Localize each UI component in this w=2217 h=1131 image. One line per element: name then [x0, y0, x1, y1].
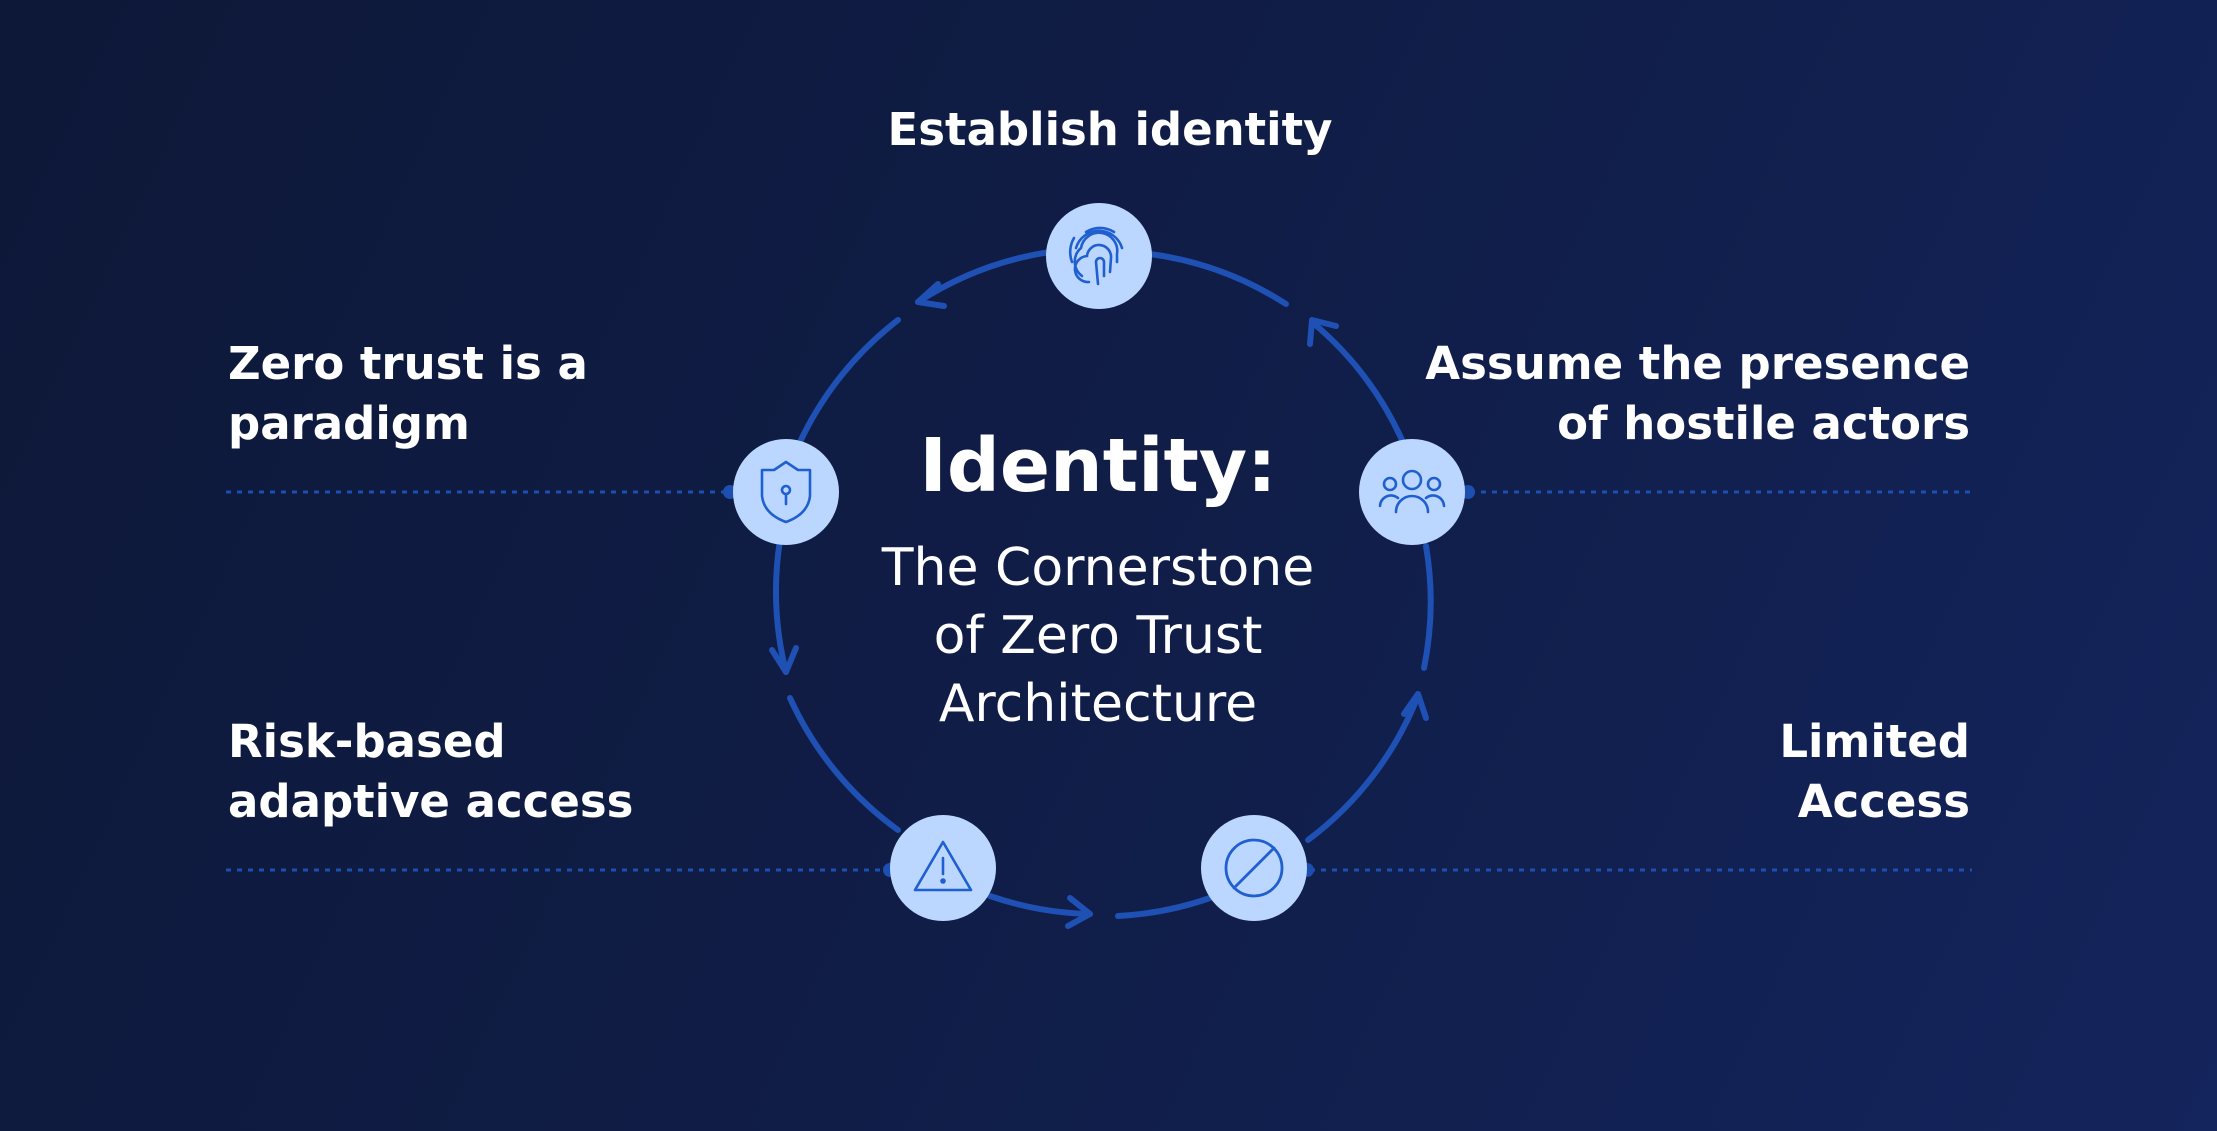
- node-top: [1046, 203, 1152, 309]
- label-line: of hostile actors: [1557, 397, 1970, 450]
- ring-arc-lower-right: [1305, 693, 1421, 843]
- shield-lock-icon: [760, 460, 812, 524]
- node-right: [1359, 439, 1465, 545]
- ring-arc-upper-right: [1309, 319, 1405, 443]
- center-subtitle-line: of Zero Trust: [933, 606, 1263, 666]
- center-subtitle: The Cornerstone of Zero Trust Architectu…: [758, 534, 1438, 738]
- label-establish-identity: Establish identity: [810, 100, 1410, 160]
- ring-arc-right: [1421, 543, 1434, 671]
- ring-arc-left: [773, 537, 789, 675]
- ring-arc-lower-left: [787, 695, 901, 833]
- prohibited-icon: [1224, 838, 1284, 898]
- people-group-icon: [1378, 469, 1446, 514]
- label-line: paradigm: [228, 397, 470, 450]
- label-zero-trust-paradigm: Zero trust is a paradigm: [228, 334, 728, 454]
- label-risk-based-access: Risk-based adaptive access: [228, 712, 788, 832]
- arrowhead-top-left: [915, 281, 947, 309]
- ring-arc-top-right: [1147, 251, 1289, 307]
- node-bottom-left: [890, 815, 996, 921]
- ring-arc-bottom-a: [987, 893, 1093, 917]
- label-hostile-actors: Assume the presence of hostile actors: [1370, 334, 1970, 454]
- center-subtitle-line: The Cornerstone: [881, 538, 1315, 598]
- node-circle-right: [1359, 439, 1465, 545]
- center-subtitle-line: Architecture: [938, 674, 1258, 734]
- label-line: Risk-based: [228, 715, 506, 768]
- label-limited-access: Limited Access: [1470, 712, 1970, 832]
- fingerprint-icon: [1068, 226, 1124, 286]
- arrowhead-lower-right: [1401, 691, 1429, 721]
- label-line: Limited: [1779, 715, 1970, 768]
- warning-triangle-icon: [913, 840, 973, 892]
- label-line: Zero trust is a: [228, 337, 588, 390]
- node-left: [733, 439, 839, 545]
- label-line: adaptive access: [228, 775, 634, 828]
- ring-arc-top-left: [915, 249, 1053, 305]
- label-line: Access: [1797, 775, 1970, 828]
- arrowhead-left: [769, 645, 799, 675]
- node-circle-left: [733, 439, 839, 545]
- arrowhead-upper-right: [1307, 317, 1339, 347]
- ring-arc-upper-left: [797, 317, 901, 445]
- center-title: Identity:: [919, 423, 1277, 509]
- label-line: Establish identity: [887, 103, 1333, 156]
- arrowhead-bottom: [1065, 895, 1093, 929]
- node-bottom-right: [1201, 815, 1307, 921]
- ring-arc-bottom-b: [1115, 895, 1213, 919]
- label-line: Assume the presence: [1425, 337, 1970, 390]
- node-circle-top: [1046, 203, 1152, 309]
